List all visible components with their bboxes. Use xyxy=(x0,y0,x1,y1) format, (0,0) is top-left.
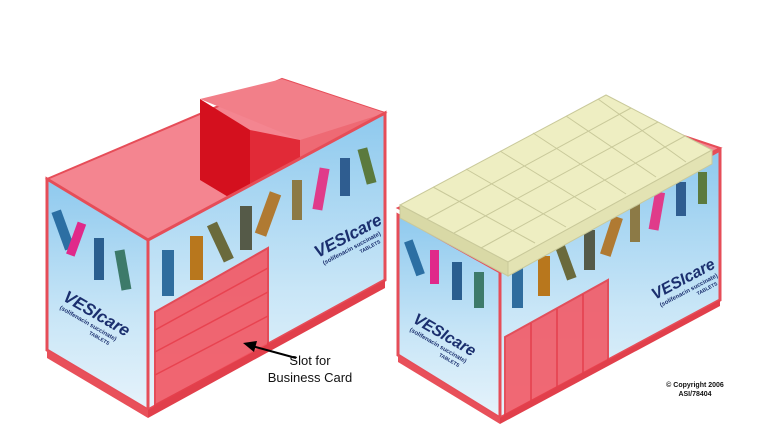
copyright-notice: © Copyright 2006 ASI/78404 xyxy=(650,381,740,399)
slot-annotation-line2: Business Card xyxy=(267,370,353,385)
clothesline-right-side xyxy=(404,239,484,308)
copyright-line2: ASI/78404 xyxy=(678,391,712,398)
clothesline-right-front xyxy=(512,172,707,308)
business-card-holder: VESIcare (solifenacin succinate) TABLETS… xyxy=(44,77,388,418)
sticky-note-pads xyxy=(398,94,714,277)
clothesline-left-side xyxy=(51,209,132,291)
holder-divider-left xyxy=(200,99,250,210)
holder-inner-back xyxy=(200,79,385,140)
slot-arrow xyxy=(243,341,297,359)
clothesline-left-front xyxy=(162,147,377,296)
sticky-note-holder: VESIcare (solifenacin succinate) TABLETS… xyxy=(395,94,723,424)
slot-annotation-line1: Slot for xyxy=(289,353,331,368)
copyright-line1: © Copyright 2006 xyxy=(666,382,724,389)
slot-annotation: Slot for Business Card xyxy=(250,352,370,386)
